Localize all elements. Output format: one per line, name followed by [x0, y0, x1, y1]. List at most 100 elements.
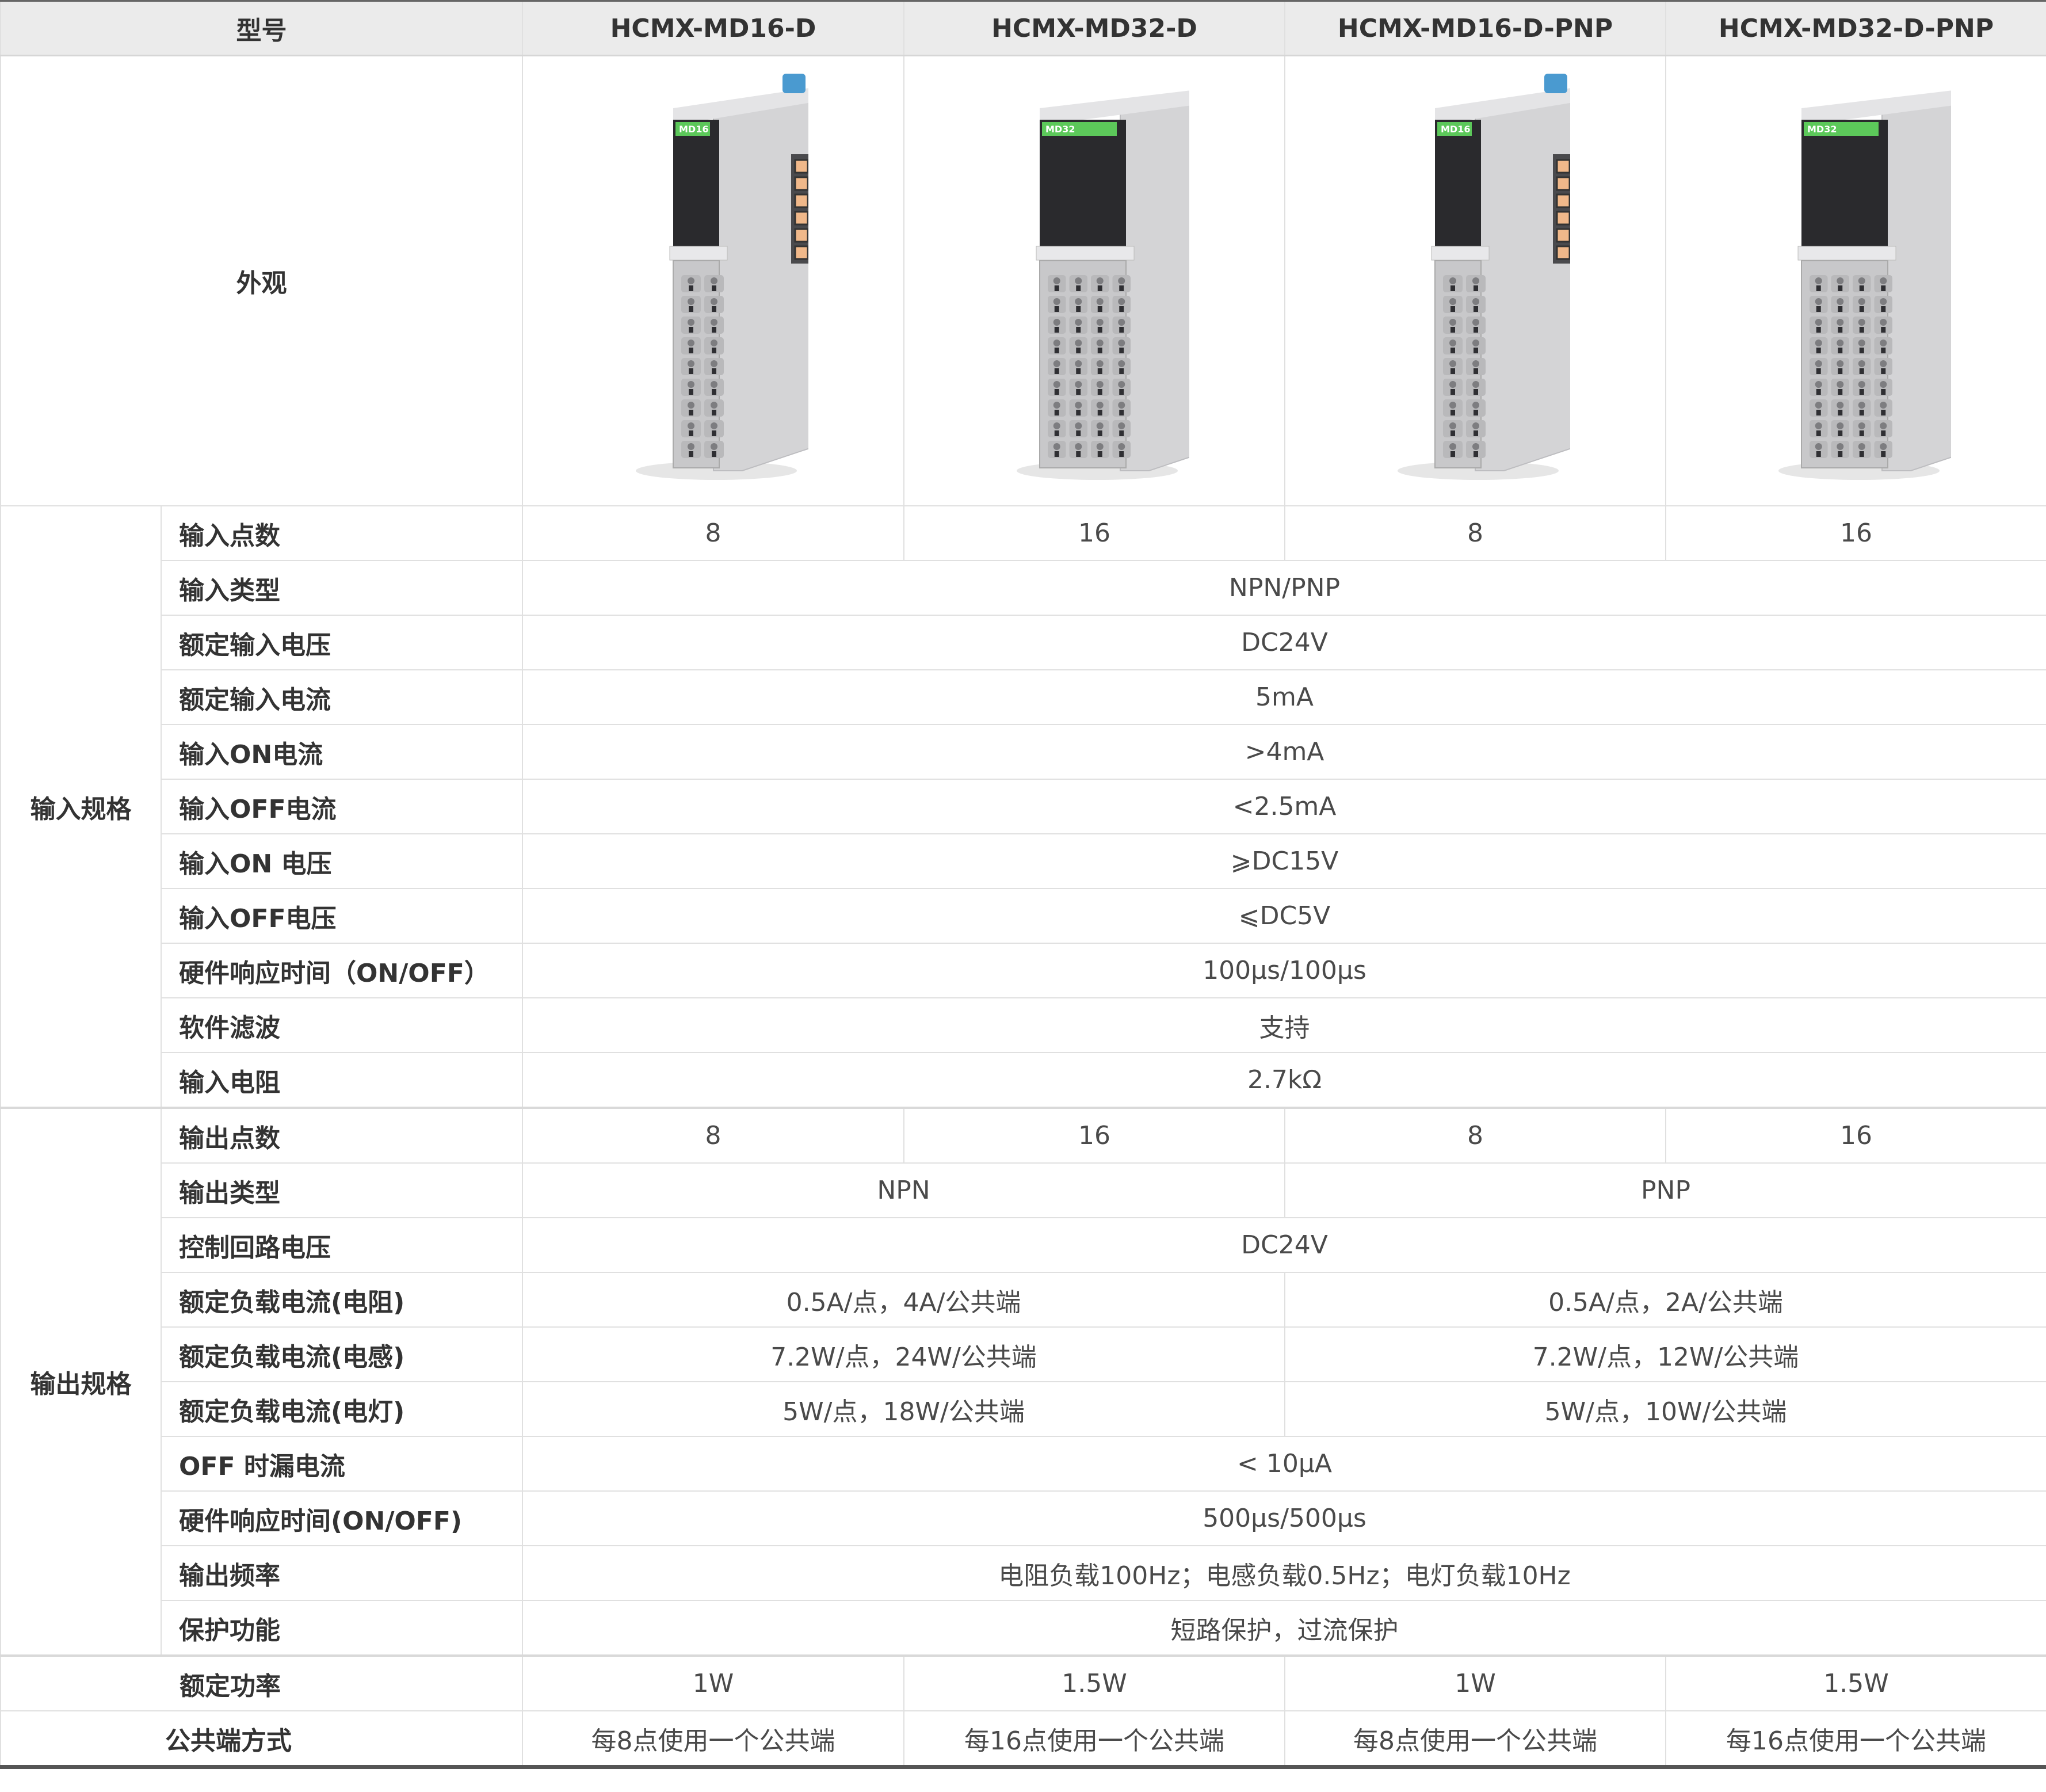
spec-label: 输入OFF电压 — [161, 888, 523, 944]
spec-value: 16 — [903, 505, 1285, 561]
spec-value: 1W — [1284, 1655, 1666, 1711]
spec-value: ⩾DC15V — [522, 833, 2046, 889]
spec-label: 额定功率 — [0, 1655, 523, 1711]
spec-value: 1W — [522, 1655, 904, 1711]
spec-value: 16 — [903, 1107, 1285, 1164]
svg-text:MD32: MD32 — [1807, 124, 1837, 135]
spec-row: OFF 时漏电流< 10μA — [1, 1436, 2046, 1492]
spec-label: OFF 时漏电流 — [161, 1436, 523, 1492]
spec-value: <2.5mA — [522, 779, 2046, 834]
spec-label: 输出类型 — [161, 1162, 523, 1218]
clip-icon — [782, 74, 806, 93]
module-image: MD32 — [1017, 90, 1189, 480]
appearance-label: 外观 — [0, 55, 523, 506]
spec-value: 每16点使用一个公共端 — [1665, 1710, 2046, 1768]
spec-value: 电阻负载100Hz；电感负载0.5Hz；电灯负载10Hz — [522, 1545, 2046, 1601]
module-image-cell: MD16 — [1284, 55, 1666, 506]
spec-value: PNP — [1284, 1162, 2046, 1218]
spec-value: NPN — [522, 1162, 1285, 1218]
appearance-row: 外观 MD16 MD32 MD16 — [0, 55, 2046, 506]
module-image: MD16 — [1398, 74, 1570, 480]
model-name: HCMX-MD16-D-PNP — [1284, 0, 1666, 56]
module-image-cell: MD32 — [903, 55, 1285, 506]
spec-value: 7.2W/点，12W/公共端 — [1284, 1326, 2046, 1382]
spec-row: 软件滤波支持 — [1, 997, 2046, 1053]
spec-value: 5mA — [522, 669, 2046, 725]
spec-value: 2.7kΩ — [522, 1052, 2046, 1109]
spec-label: 软件滤波 — [161, 997, 523, 1053]
spec-value: 每16点使用一个公共端 — [903, 1710, 1285, 1768]
spec-label: 控制回路电压 — [161, 1217, 523, 1273]
header-row: 型号 HCMX-MD16-D HCMX-MD32-D HCMX-MD16-D-P… — [0, 0, 2046, 56]
spec-label: 硬件响应时间（ON/OFF） — [161, 943, 523, 998]
spec-label: 输入点数 — [161, 505, 523, 561]
spec-label: 额定输入电流 — [161, 669, 523, 725]
module-image: MD16 — [635, 74, 808, 480]
spec-row: 硬件响应时间(ON/OFF)500μs/500μs — [1, 1490, 2046, 1546]
group-label: 输入规格 — [0, 505, 162, 1109]
spec-label: 额定负载电流(电感) — [161, 1326, 523, 1382]
spec-value: 8 — [522, 505, 904, 561]
spec-value: 5W/点，10W/公共端 — [1284, 1381, 2046, 1437]
spec-value: ⩽DC5V — [522, 888, 2046, 944]
spec-label: 输出点数 — [161, 1107, 523, 1164]
spec-label: 保护功能 — [161, 1600, 523, 1657]
spec-value: < 10μA — [522, 1436, 2046, 1492]
spec-row: 输入OFF电流<2.5mA — [1, 779, 2046, 834]
module-image: MD32 — [1778, 90, 1951, 480]
spec-label: 输入OFF电流 — [161, 779, 523, 834]
model-name: HCMX-MD16-D — [522, 0, 904, 56]
svg-text:MD16: MD16 — [679, 124, 708, 135]
spec-value: 16 — [1665, 505, 2046, 561]
spec-value: DC24V — [522, 1217, 2046, 1273]
spec-label: 额定负载电流(电灯) — [161, 1381, 523, 1437]
spec-value: 0.5A/点，2A/公共端 — [1284, 1272, 2046, 1328]
spec-row: 硬件响应时间（ON/OFF）100μs/100μs — [1, 943, 2046, 998]
spec-value: 100μs/100μs — [522, 943, 2046, 998]
spec-label: 输入ON电流 — [161, 724, 523, 780]
spec-value: 8 — [522, 1107, 904, 1164]
spec-row: 保护功能短路保护，过流保护 — [1, 1600, 2046, 1657]
spec-value: NPN/PNP — [522, 560, 2046, 616]
spec-value: 8 — [1284, 505, 1666, 561]
module-image-cell: MD32 — [1665, 55, 2046, 506]
spec-row: 公共端方式每8点使用一个公共端每16点使用一个公共端每8点使用一个公共端每16点… — [0, 1710, 2046, 1768]
spec-value: >4mA — [522, 724, 2046, 780]
spec-value: 1.5W — [1665, 1655, 2046, 1711]
spec-label: 输出频率 — [161, 1545, 523, 1601]
svg-text:MD32: MD32 — [1045, 124, 1075, 135]
model-name: HCMX-MD32-D-PNP — [1665, 0, 2046, 56]
spec-row: 输入OFF电压⩽DC5V — [1, 888, 2046, 944]
group-label: 输出规格 — [0, 1107, 162, 1657]
spec-row: 输出频率电阻负载100Hz；电感负载0.5Hz；电灯负载10Hz — [1, 1545, 2046, 1601]
spec-row: 输入ON电流>4mA — [1, 724, 2046, 780]
spec-label: 额定负载电流(电阻) — [161, 1272, 523, 1328]
spec-label: 硬件响应时间(ON/OFF) — [161, 1490, 523, 1546]
spec-value: 支持 — [522, 997, 2046, 1053]
model-header: 型号 — [0, 0, 523, 56]
model-name: HCMX-MD32-D — [903, 0, 1285, 56]
spec-value: 每8点使用一个公共端 — [522, 1710, 904, 1768]
spec-value: 500μs/500μs — [522, 1490, 2046, 1546]
clip-icon — [1544, 74, 1567, 93]
spec-label: 输入类型 — [161, 560, 523, 616]
spec-value: 短路保护，过流保护 — [522, 1600, 2046, 1657]
spec-value: DC24V — [522, 615, 2046, 670]
module-image-cell: MD16 — [522, 55, 904, 506]
spec-value: 16 — [1665, 1107, 2046, 1164]
spec-value: 7.2W/点，24W/公共端 — [522, 1326, 1285, 1382]
spec-label: 公共端方式 — [0, 1710, 523, 1768]
spec-row: 输入ON 电压⩾DC15V — [1, 833, 2046, 889]
